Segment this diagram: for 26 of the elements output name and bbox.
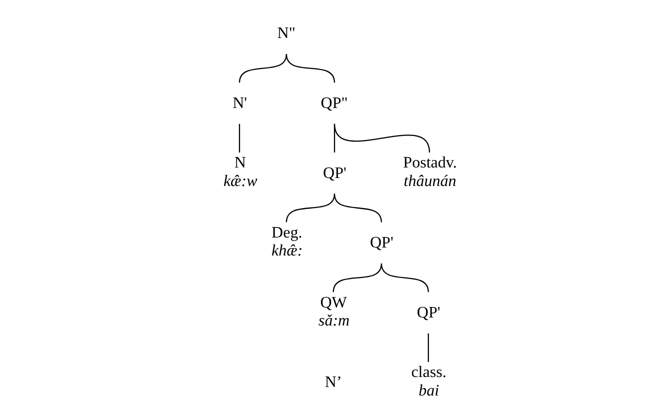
node-text: N <box>234 154 246 172</box>
node-label: bai <box>418 382 439 400</box>
connector <box>427 333 428 362</box>
connector <box>332 263 382 292</box>
node-text: N' <box>232 95 247 112</box>
connector <box>238 124 240 152</box>
node-text: QP" <box>320 95 348 112</box>
connector <box>285 194 335 222</box>
node-text: QP' <box>322 164 346 182</box>
label: N’ <box>324 374 342 391</box>
node-label: sǎ:m <box>318 312 350 330</box>
node-text: Postadv. <box>402 154 456 172</box>
node-text: QP' <box>416 304 440 322</box>
node-text: QW <box>320 294 346 312</box>
node-text: QP' <box>369 234 393 252</box>
node-label: thâunán <box>403 172 456 190</box>
connector <box>285 54 335 83</box>
connector <box>238 54 286 83</box>
node-text: class. <box>410 364 446 382</box>
node-label: khæ̂: <box>271 242 302 260</box>
node-text: N" <box>276 25 295 42</box>
connector <box>333 194 382 222</box>
node-text: Deg. <box>271 224 302 242</box>
node-label: kæ̂:w <box>222 172 257 190</box>
connector <box>333 124 430 153</box>
connector <box>380 263 428 292</box>
